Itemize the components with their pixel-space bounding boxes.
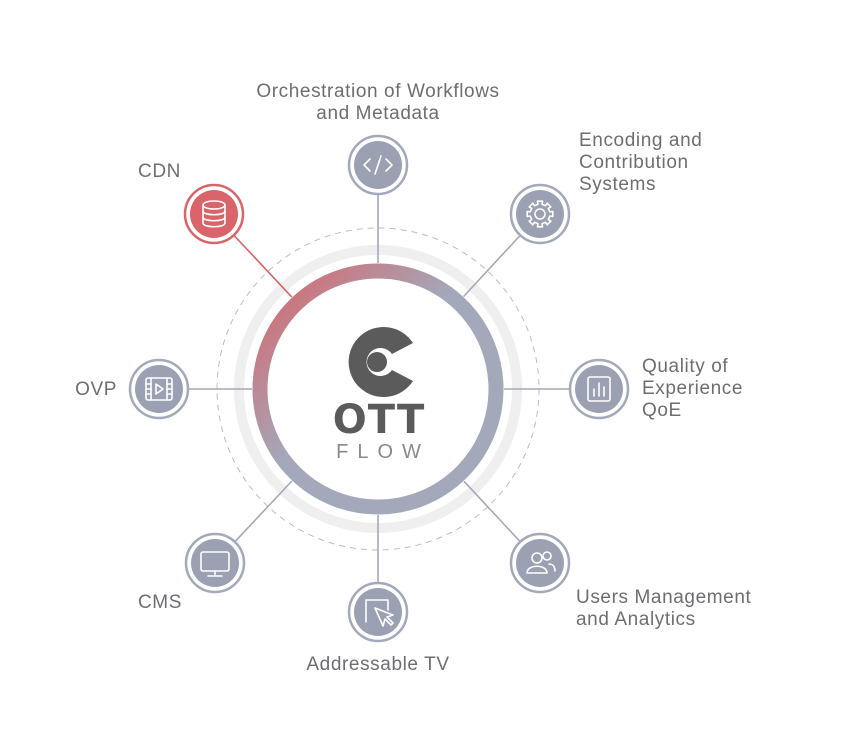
node-label-line: Users Management	[576, 587, 752, 608]
node-label-line: and Metadata	[316, 103, 439, 124]
bar-chart-icon	[587, 376, 611, 402]
node-label-line: Orchestration of Workflows	[256, 81, 499, 102]
ott-flow-logo: OTT FLOW	[333, 327, 430, 463]
node-label-line: QoE	[642, 400, 682, 421]
node-label-cdn: CDN	[138, 161, 181, 182]
users-icon	[526, 551, 556, 574]
node-disc-cms	[191, 539, 239, 587]
node-ovp[interactable]: OVP	[75, 358, 190, 420]
node-disc-encoding	[516, 190, 564, 238]
node-label-line: Systems	[579, 174, 656, 195]
node-label-line: Addressable TV	[306, 654, 449, 675]
node-label-addressable-tv: Addressable TV	[306, 654, 449, 675]
node-addressable-tv[interactable]: Addressable TV	[306, 581, 449, 675]
node-cdn[interactable]: CDN	[138, 161, 245, 245]
node-label-line: OVP	[75, 379, 117, 400]
cursor-icon	[365, 599, 394, 627]
node-label-line: Encoding and	[579, 130, 702, 151]
connector-users	[463, 480, 521, 542]
node-label-line: and Analytics	[576, 609, 696, 630]
brand-main-text: OTT	[333, 397, 426, 443]
gear-icon	[526, 200, 554, 228]
node-label-line: CMS	[138, 592, 182, 613]
video-icon	[145, 377, 173, 401]
connector-lines	[189, 195, 569, 582]
connector-encoding	[463, 235, 521, 298]
node-label-line: Contribution	[579, 152, 689, 173]
connector-cms	[234, 480, 293, 542]
monitor-icon	[200, 551, 230, 577]
code-icon	[363, 155, 393, 175]
brand-sub-text: FLOW	[336, 441, 430, 463]
node-label-line: Experience	[642, 378, 743, 399]
database-icon	[202, 200, 226, 228]
node-label-line: CDN	[138, 161, 181, 182]
node-cms[interactable]: CMS	[138, 532, 246, 613]
node-disc-users	[516, 539, 564, 587]
connector-cdn	[233, 235, 293, 298]
logo-c-mark	[348, 327, 413, 397]
node-label-line: Quality of	[642, 356, 728, 377]
node-disc-addressable-tv	[354, 588, 402, 636]
node-label-cms: CMS	[138, 592, 182, 613]
node-disc-ovp	[135, 365, 183, 413]
node-label-ovp: OVP	[75, 379, 117, 400]
